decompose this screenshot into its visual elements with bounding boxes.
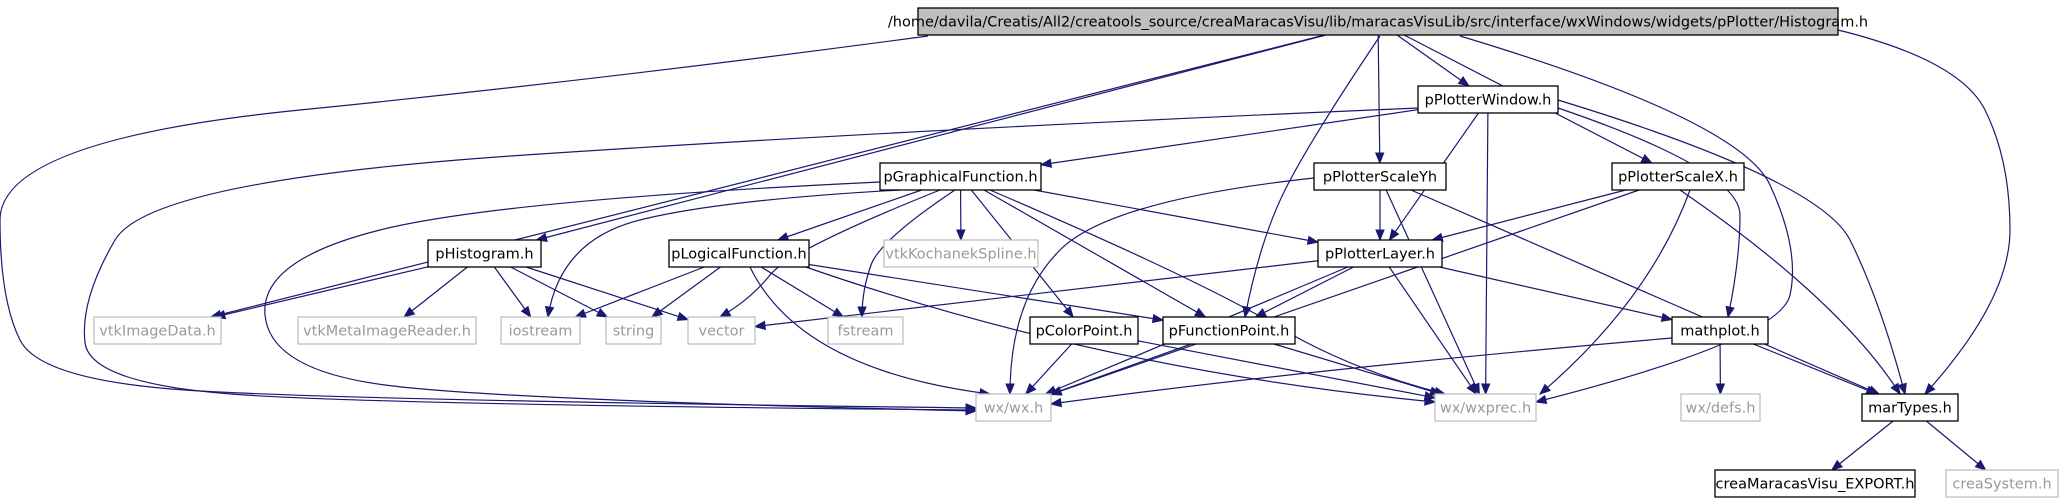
node-label-string: string [613,324,655,340]
node-pLogicalFunction[interactable]: pLogicalFunction.h [668,239,810,268]
node-label-marTypes: marTypes.h [1868,401,1952,417]
node-creaSystem: creaSystem.h [1945,469,2059,498]
edge-pPlotterScaleYh-to-marTypes [1410,189,1881,395]
node-label-pPlotterLayer: pPlotterLayer.h [1325,247,1435,263]
node-wxdefs: wx/defs.h [1680,393,1761,422]
node-wxwx: wx/wx.h [975,393,1052,422]
edge-pColorPoint-to-wxwx [1024,343,1073,395]
edge-pLogicalFunction-to-fstream [760,266,845,318]
node-pPlotterLayer[interactable]: pPlotterLayer.h [1317,239,1443,268]
edge-pPlotterLayer-to-mathplot [1439,266,1674,322]
edge-root-to-pHistogram [535,34,1327,242]
node-label-pHistogram: pHistogram.h [435,247,533,263]
node-label-pPlotterScaleX: pPlotterScaleX.h [1618,170,1738,186]
edge-pPlotterScaleX-to-marTypes [1679,189,1901,396]
node-label-pPlotterScaleYh: pPlotterScaleYh [1323,170,1437,186]
edge-marTypes-to-creaMaracasVisu_EXPORT [1830,420,1894,471]
node-pGraphicalFunction[interactable]: pGraphicalFunction.h [879,162,1042,191]
edge-marTypes-to-creaSystem [1925,420,1987,471]
edge-pPlotterLayer-to-wxwxprec [1388,266,1478,396]
edge-pPlotterLayer-to-pFunctionPoint [1254,266,1354,318]
edge-pPlotterScaleX-to-wxwxprec [1538,189,1691,395]
edge-pGraphicalFunction-to-wxwx [264,181,978,416]
node-label-vtkKochanekSpline: vtkKochanekSpline.h [885,247,1036,263]
node-label-pGraphicalFunction: pGraphicalFunction.h [883,170,1037,186]
node-label-pLogicalFunction: pLogicalFunction.h [671,247,807,263]
edge-pHistogram-to-vtkImageData [213,266,429,320]
node-label-wxwxprec: wx/wxprec.h [1440,401,1531,417]
edge-pLogicalFunction-to-iostream [574,266,705,318]
edge-root-to-wxwxprec [1459,35,1794,405]
edge-root-to-wxwx [0,35,978,413]
node-label-creaSystem: creaSystem.h [1952,477,2051,493]
edge-pPlotterScaleYh-to-pPlotterLayer [1375,190,1385,242]
node-creaMaracasVisu_EXPORT[interactable]: creaMaracasVisu_EXPORT.h [1714,469,1916,498]
node-label-root: /home/davila/Creatis/All2/creatools_sour… [888,15,1868,31]
edge-pGraphicalFunction-to-vector [718,189,941,318]
edge-pColorPoint-to-wxwxprec [1137,340,1437,401]
edge-pGraphicalFunction-to-pPlotterLayer [1033,189,1320,245]
edge-pPlotterLayer-to-vector [753,260,1319,331]
node-pColorPoint[interactable]: pColorPoint.h [1029,316,1139,345]
edge-pFunctionPoint-to-wxwx [1049,343,1192,396]
node-pHistogram[interactable]: pHistogram.h [427,239,542,268]
edge-pFunctionPoint-to-wxwxprec [1273,343,1442,396]
edge-pPlotterScaleYh-to-wxwx [1005,177,1315,396]
edge-root-to-pPlotterScaleYh [1374,34,1385,165]
edge-mathplot-to-wxdefs [1715,343,1726,396]
edge-pLogicalFunction-to-string [650,266,721,318]
node-label-creaMaracasVisu_EXPORT: creaMaracasVisu_EXPORT.h [1716,477,1915,493]
nodes-layer: /home/davila/Creatis/All2/creatools_sour… [93,7,2059,498]
node-label-fstream: fstream [838,324,894,340]
edge-mathplot-to-marTypes [1753,343,1878,395]
node-pPlotterScaleX[interactable]: pPlotterScaleX.h [1611,162,1745,191]
node-fstream: fstream [827,316,904,345]
node-label-mathplot: mathplot.h [1680,324,1759,340]
node-vtkKochanekSpline: vtkKochanekSpline.h [883,239,1039,268]
edge-pLogicalFunction-to-pFunctionPoint [808,263,1165,324]
node-label-pPlotterWindow: pPlotterWindow.h [1425,93,1552,109]
edge-pPlotterWindow-to-wxwxprec [1480,112,1491,396]
edge-pPlotterWindow-to-marTypes [1557,99,1907,396]
node-vtkImageData: vtkImageData.h [93,316,222,345]
node-mathplot[interactable]: mathplot.h [1671,316,1769,345]
node-pPlotterScaleYh[interactable]: pPlotterScaleYh [1313,162,1447,191]
edge-pPlotterScaleX-to-pPlotterLayer [1430,189,1626,242]
edges-layer [0,29,2011,471]
edge-pGraphicalFunction-to-pFunctionPoint [983,189,1207,318]
node-wxwxprec: wx/wxprec.h [1434,393,1537,422]
node-pPlotterWindow[interactable]: pPlotterWindow.h [1417,85,1559,114]
node-iostream: iostream [500,316,581,345]
node-label-pColorPoint: pColorPoint.h [1036,324,1133,340]
edge-pHistogram-to-vtkMetaImageReader [403,266,468,318]
node-vtkMetaImageReader: vtkMetaImageReader.h [297,316,477,345]
edge-pPlotterWindow-to-mathplot [1557,107,1741,319]
edge-mathplot-to-wxwx [1049,337,1673,408]
edge-pHistogram-to-string [510,266,609,318]
edge-pGraphicalFunction-to-vtkKochanekSpline [956,189,966,242]
node-label-vtkMetaImageReader: vtkMetaImageReader.h [303,324,471,340]
edge-pGraphicalFunction-to-iostream [544,189,901,319]
node-label-wxdefs: wx/defs.h [1686,401,1756,417]
node-root[interactable]: /home/davila/Creatis/All2/creatools_sour… [888,7,1868,36]
edge-pHistogram-to-iostream [493,266,532,319]
node-label-vector: vector [699,324,745,340]
node-label-iostream: iostream [509,324,573,340]
edge-root-to-pPlotterWindow [1396,34,1471,87]
node-vector: vector [687,316,756,345]
node-string: string [605,316,662,345]
edge-pGraphicalFunction-to-fstream [857,189,956,319]
edge-pGraphicalFunction-to-wxwxprec [989,189,1447,397]
node-marTypes[interactable]: marTypes.h [1861,393,1959,422]
edge-root-to-marTypes [1837,29,2011,395]
node-label-pFunctionPoint: pFunctionPoint.h [1169,324,1290,340]
edge-pPlotterWindow-to-pGraphicalFunction [1039,109,1419,168]
node-pFunctionPoint[interactable]: pFunctionPoint.h [1162,316,1296,345]
node-label-wxwx: wx/wx.h [984,401,1044,417]
node-label-vtkImageData: vtkImageData.h [99,324,216,340]
edge-root-to-vtkImageData [209,34,1325,320]
